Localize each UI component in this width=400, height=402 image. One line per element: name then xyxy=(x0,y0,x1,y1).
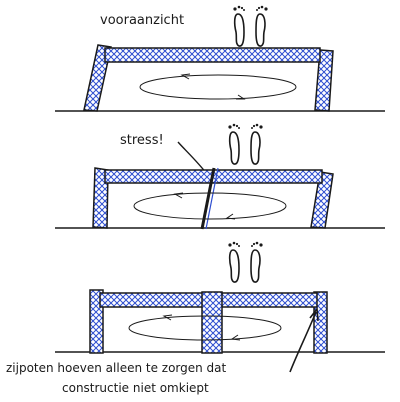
footprints-icon xyxy=(227,240,264,283)
center-support xyxy=(201,291,223,354)
arrow-icon xyxy=(230,334,241,341)
front-view-label: vooraanzicht xyxy=(100,13,184,28)
arrow-icon xyxy=(162,314,173,321)
right-leg xyxy=(310,171,334,229)
stress-label: stress! xyxy=(120,133,164,148)
panel-stress: stress! xyxy=(55,122,385,230)
arrow-icon xyxy=(173,192,184,199)
footprints-icon xyxy=(232,4,269,47)
panel-support: zijpoten hoeven alleen te zorgen dat con… xyxy=(6,240,385,395)
flex-loop xyxy=(139,74,297,100)
stress-pointer xyxy=(177,141,208,175)
note-line-2: constructie niet omkiept xyxy=(62,381,209,395)
footprints-icon xyxy=(227,122,264,165)
flex-loop xyxy=(133,192,287,220)
arrow-icon xyxy=(225,213,236,220)
beam xyxy=(104,47,321,63)
arrow-icon xyxy=(180,73,191,80)
flex-loop xyxy=(128,315,282,341)
arrow-icon xyxy=(236,94,246,100)
arrowhead-icon xyxy=(309,306,319,322)
note-arrow xyxy=(289,311,317,373)
note-line-1: zijpoten hoeven alleen te zorgen dat xyxy=(6,361,227,375)
right-leg xyxy=(314,49,334,112)
panel-front-view: vooraanzicht xyxy=(55,4,385,112)
